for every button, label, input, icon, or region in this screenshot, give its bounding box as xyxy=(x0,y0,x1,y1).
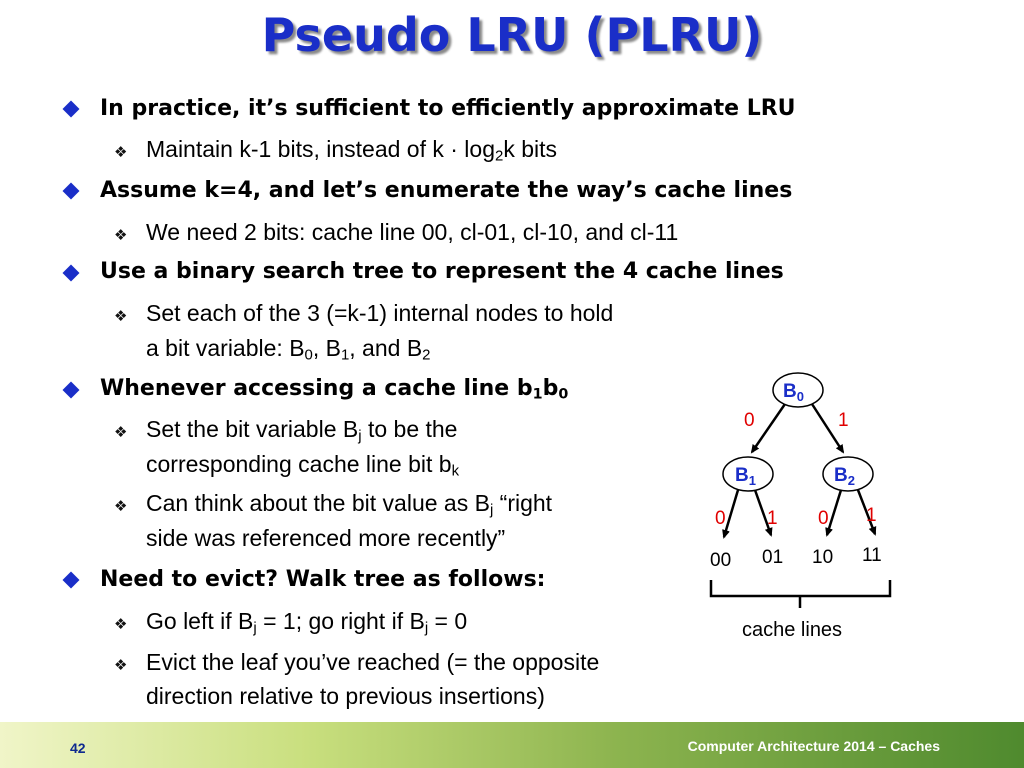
diamond-subbullet-icon: ❖ xyxy=(114,615,128,633)
diamond-subbullet-icon: ❖ xyxy=(114,307,128,325)
node-b2 xyxy=(822,456,874,492)
subbullet-go-left-right: Go left if Bj = 1; go right if Bj = 0 xyxy=(146,608,468,637)
subbullet-maintain-bits: Maintain k-1 bits, instead of k · log2k … xyxy=(146,136,557,165)
subbullet-need-2-bits: We need 2 bits: cache line 00, cl-01, cl… xyxy=(146,219,679,245)
node-b0 xyxy=(772,372,824,408)
footer-course-title: Computer Architecture 2014 – Caches xyxy=(687,738,940,754)
diamond-subbullet-icon: ❖ xyxy=(114,497,128,515)
subbullet-bit-value-meaning-cont: side was referenced more recently” xyxy=(146,525,506,551)
subbullet-internal-nodes-cont: a bit variable: B0, B1, and B2 xyxy=(146,335,431,364)
leaf-10: 10 xyxy=(812,547,833,568)
bullet-whenever-accessing: Whenever accessing a cache line b1b0 xyxy=(100,376,569,403)
subbullet-evict-leaf: Evict the leaf you’ve reached (= the opp… xyxy=(146,649,600,675)
edge-b2-right xyxy=(856,489,877,536)
page-number: 42 xyxy=(70,740,86,756)
diamond-subbullet-icon: ❖ xyxy=(114,423,128,441)
slide-title: Pseudo LRU (PLRU) xyxy=(261,8,763,62)
edge-label-b2-left: 0 xyxy=(818,508,829,529)
edge-b1-left xyxy=(722,489,740,539)
node-b1 xyxy=(722,456,774,492)
cache-lines-label: cache lines xyxy=(742,619,842,641)
subbullet-set-bit-variable-cont: corresponding cache line bit bk xyxy=(146,451,460,480)
edge-label-root-left: 0 xyxy=(744,410,755,431)
edge-label-b1-left: 0 xyxy=(715,508,726,529)
diamond-subbullet-icon: ❖ xyxy=(114,656,128,674)
bullet-need-to-evict: Need to evict? Walk tree as follows: xyxy=(100,567,546,592)
subbullet-evict-leaf-cont: direction relative to previous insertion… xyxy=(146,683,545,709)
leaf-00: 00 xyxy=(710,550,731,571)
diamond-subbullet-icon: ❖ xyxy=(114,226,128,244)
edge-label-root-right: 1 xyxy=(838,410,849,431)
edge-root-right xyxy=(810,403,845,454)
edge-root-left xyxy=(750,403,787,454)
edge-label-b1-right: 1 xyxy=(767,508,778,529)
bullet-binary-search-tree: Use a binary search tree to represent th… xyxy=(100,259,784,284)
leaf-11: 11 xyxy=(862,545,882,566)
leaf-01: 01 xyxy=(762,547,783,568)
subbullet-set-bit-variable: Set the bit variable Bj to be the xyxy=(146,416,458,445)
bullet-approximate-lru: In practice, it’s sufficient to efficien… xyxy=(100,96,796,121)
bullet-assume-k4: Assume k=4, and let’s enumerate the way’… xyxy=(100,178,793,203)
cache-lines-brace xyxy=(709,580,892,608)
diamond-subbullet-icon: ❖ xyxy=(114,143,128,161)
subbullet-bit-value-meaning: Can think about the bit value as Bj “rig… xyxy=(146,490,553,519)
edge-label-b2-right: 1 xyxy=(866,505,877,526)
edge-b2-left xyxy=(825,489,843,537)
node-b0-label: B0 xyxy=(783,381,804,404)
node-b1-label: B1 xyxy=(735,465,756,488)
subbullet-internal-nodes: Set each of the 3 (=k-1) internal nodes … xyxy=(146,300,614,326)
edge-b1-right xyxy=(753,489,773,537)
footer-bar xyxy=(0,722,1024,768)
node-b2-label: B2 xyxy=(834,465,855,488)
